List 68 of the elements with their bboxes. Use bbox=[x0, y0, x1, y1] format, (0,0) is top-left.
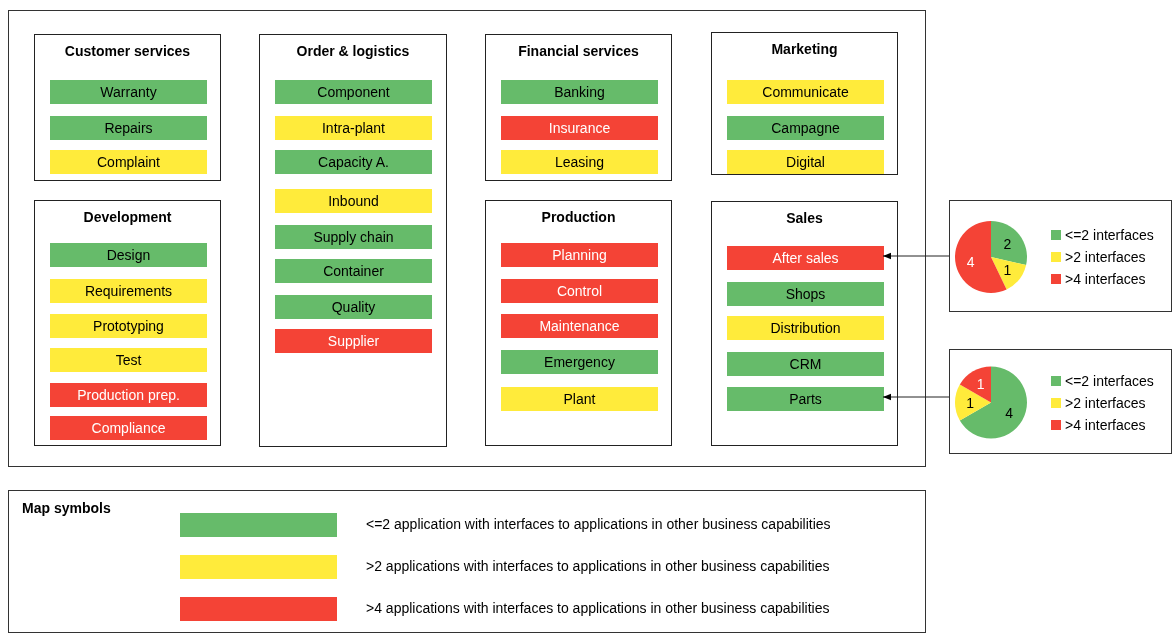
application-bar: Component bbox=[275, 80, 432, 104]
capability-group-box bbox=[711, 32, 898, 175]
group-heading: Development bbox=[82, 209, 173, 225]
capability-group-box bbox=[34, 34, 221, 181]
application-bar: Design bbox=[50, 243, 207, 267]
legend-label: >2 interfaces bbox=[1065, 248, 1146, 266]
application-bar: Maintenance bbox=[501, 314, 658, 338]
application-bar: Communicate bbox=[727, 80, 884, 104]
group-heading: Production bbox=[540, 209, 617, 225]
application-bar: Plant bbox=[501, 387, 658, 411]
slice-value-label: 1 bbox=[1003, 262, 1012, 278]
capability-group-box bbox=[485, 34, 672, 181]
legend-label: >2 interfaces bbox=[1065, 393, 1146, 412]
application-bar: Emergency bbox=[501, 350, 658, 374]
application-bar: Supply chain bbox=[275, 225, 432, 249]
slice-value-label: 2 bbox=[1003, 236, 1012, 252]
application-bar: Requirements bbox=[50, 279, 207, 303]
application-bar: Banking bbox=[501, 80, 658, 104]
application-bar: Planning bbox=[501, 243, 658, 267]
application-bar: After sales bbox=[727, 246, 884, 270]
application-bar: Container bbox=[275, 259, 432, 283]
group-heading: Sales bbox=[785, 210, 824, 226]
capability-map-frame bbox=[8, 10, 926, 467]
slice-value-label: 1 bbox=[976, 376, 985, 393]
application-bar: Intra-plant bbox=[275, 116, 432, 140]
application-bar: Distribution bbox=[727, 316, 884, 340]
application-bar: Prototyping bbox=[50, 314, 207, 338]
application-bar: Warranty bbox=[50, 80, 207, 104]
application-bar: Inbound bbox=[275, 189, 432, 213]
legend-heading: Map symbols bbox=[22, 500, 111, 516]
legend-label: <=2 interfaces bbox=[1065, 371, 1154, 390]
legend-text: >4 applications with interfaces to applications in other business capabilities bbox=[366, 600, 830, 616]
group-heading: Order & logistics bbox=[295, 43, 411, 59]
legend-text: >2 applications with interfaces to applications in other business capabilities bbox=[366, 558, 830, 574]
application-bar: Test bbox=[50, 348, 207, 372]
application-bar: Leasing bbox=[501, 150, 658, 174]
application-bar: Digital bbox=[727, 150, 884, 174]
group-heading: Financial services bbox=[517, 43, 640, 59]
legend-label: <=2 interfaces bbox=[1065, 226, 1154, 244]
capability-group-box bbox=[34, 200, 221, 446]
capability-group-box bbox=[485, 200, 672, 446]
legend-text: <=2 application with interfaces to applications in other business capabilities bbox=[366, 516, 831, 532]
application-bar: Compliance bbox=[50, 416, 207, 440]
application-bar: Insurance bbox=[501, 116, 658, 140]
arrow bbox=[882, 252, 950, 260]
application-bar: Repairs bbox=[50, 116, 207, 140]
application-bar: Quality bbox=[275, 295, 432, 319]
legend-label: >4 interfaces bbox=[1065, 270, 1146, 288]
capability-group-box bbox=[259, 34, 447, 447]
application-bar: Supplier bbox=[275, 329, 432, 353]
group-heading: Marketing bbox=[770, 41, 839, 57]
slice-value-label: 1 bbox=[966, 394, 974, 411]
application-bar: Production prep. bbox=[50, 383, 207, 407]
arrow bbox=[882, 393, 950, 401]
application-bar: Capacity A. bbox=[275, 150, 432, 174]
legend-label: >4 interfaces bbox=[1065, 415, 1146, 434]
application-bar: Shops bbox=[727, 282, 884, 306]
slice-value-label: 4 bbox=[966, 253, 975, 270]
capability-group-box bbox=[711, 201, 898, 446]
group-heading: Customer services bbox=[63, 43, 192, 59]
application-bar: Control bbox=[501, 279, 658, 303]
application-bar: Complaint bbox=[50, 150, 207, 174]
application-bar: CRM bbox=[727, 352, 884, 376]
pie-chart-panel bbox=[949, 349, 1172, 454]
slice-value-label: 4 bbox=[1005, 404, 1013, 421]
pie-chart-panel bbox=[949, 200, 1172, 312]
application-bar: Parts bbox=[727, 387, 884, 411]
application-bar: Campagne bbox=[727, 116, 884, 140]
